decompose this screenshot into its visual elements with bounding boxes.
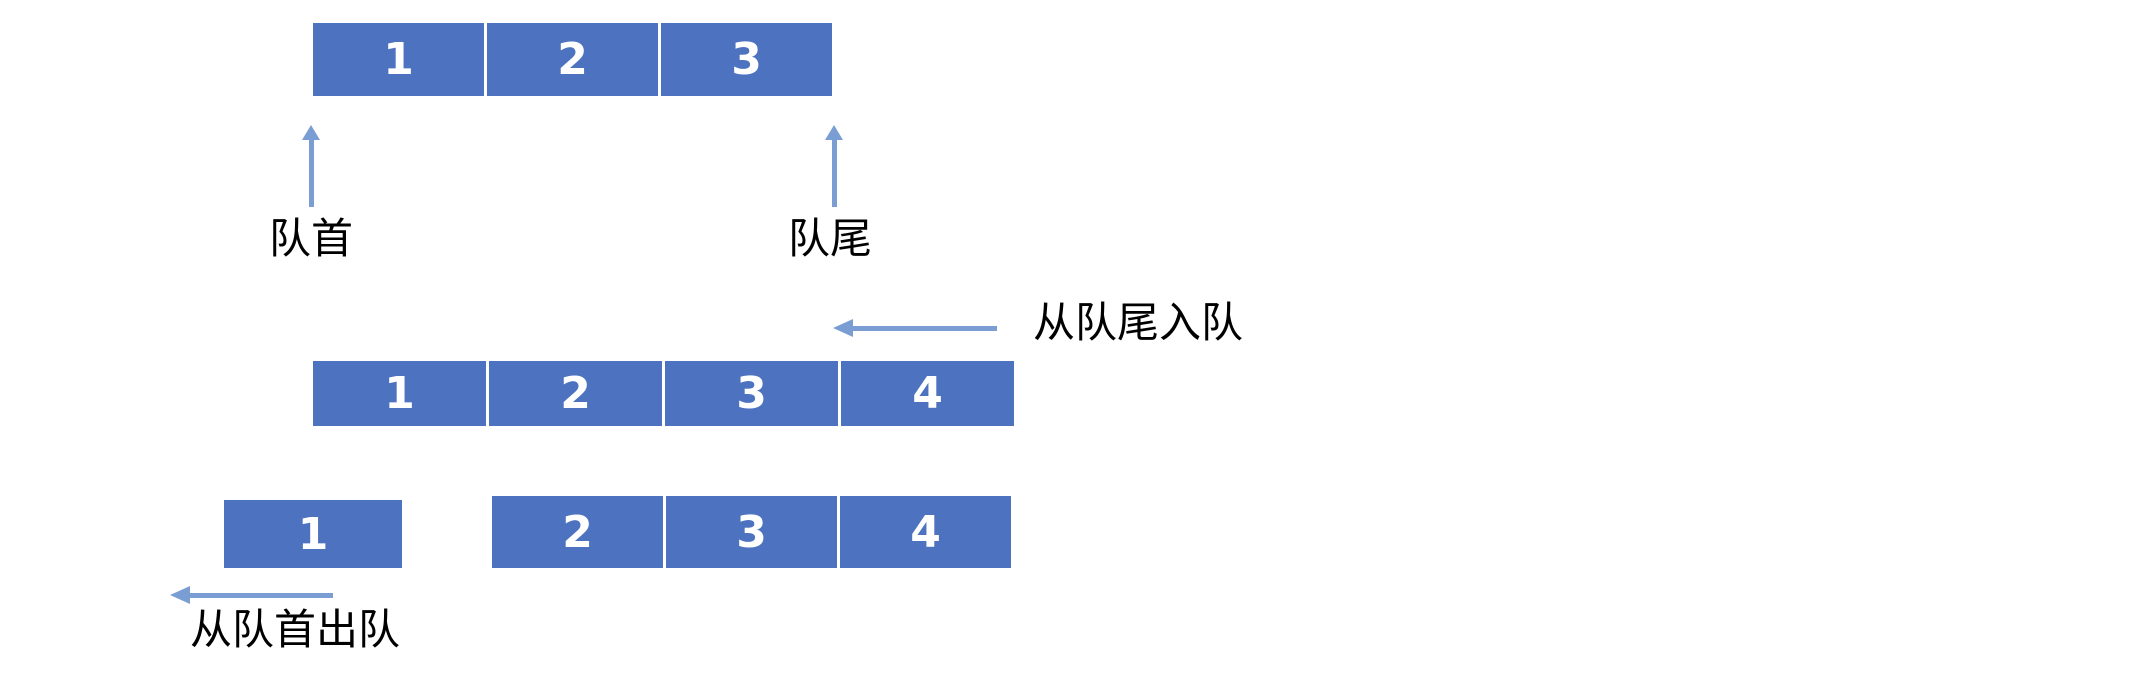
queue-cell: 2 — [487, 23, 658, 96]
arrowhead — [833, 319, 853, 337]
queue-cell: 1 — [224, 500, 402, 568]
enqueue-left-arrow-icon — [833, 319, 997, 337]
arrowhead — [302, 125, 320, 140]
initial-queue-row: 1 2 3 — [313, 23, 832, 96]
queue-cell-value: 3 — [736, 368, 767, 419]
arrow-shaft — [831, 140, 837, 207]
rear-up-arrow-icon — [825, 125, 843, 207]
queue-cell-value: 2 — [562, 506, 593, 558]
queue-cell-value: 1 — [383, 34, 414, 85]
queue-cell-value: 1 — [384, 368, 415, 419]
queue-cell: 1 — [313, 23, 484, 96]
enqueue-label: 从队尾入队 — [1033, 299, 1244, 346]
arrow-shaft — [190, 592, 333, 598]
queue-cell-value: 1 — [297, 508, 329, 560]
arrowhead — [825, 125, 843, 140]
queue-cell: 2 — [489, 361, 662, 426]
queue-cell-value: 4 — [910, 506, 941, 558]
remaining-queue-row: 2 3 4 — [492, 496, 1011, 568]
queue-cell-value: 3 — [731, 34, 762, 85]
queue-cell-value: 2 — [560, 368, 591, 419]
arrow-shaft — [853, 325, 997, 331]
arrow-shaft — [308, 140, 314, 207]
enqueued-queue-row: 1 2 3 4 — [313, 361, 1014, 426]
dequeue-left-arrow-icon — [170, 586, 333, 604]
queue-cell: 4 — [841, 361, 1014, 426]
queue-cell: 4 — [840, 496, 1011, 568]
queue-cell-value: 4 — [912, 368, 943, 419]
queue-cell: 3 — [665, 361, 838, 426]
front-up-arrow-icon — [302, 125, 320, 207]
queue-cell-value: 2 — [557, 34, 588, 85]
arrowhead — [170, 586, 190, 604]
queue-cell: 3 — [661, 23, 832, 96]
queue-cell: 2 — [492, 496, 663, 568]
front-label: 队首 — [269, 215, 354, 262]
queue-cell: 1 — [313, 361, 486, 426]
dequeued-cell-row: 1 — [224, 500, 402, 568]
queue-cell-value: 3 — [736, 506, 767, 558]
queue-cell: 3 — [666, 496, 837, 568]
rear-label: 队尾 — [788, 215, 873, 262]
dequeue-label: 从队首出队 — [190, 606, 401, 653]
